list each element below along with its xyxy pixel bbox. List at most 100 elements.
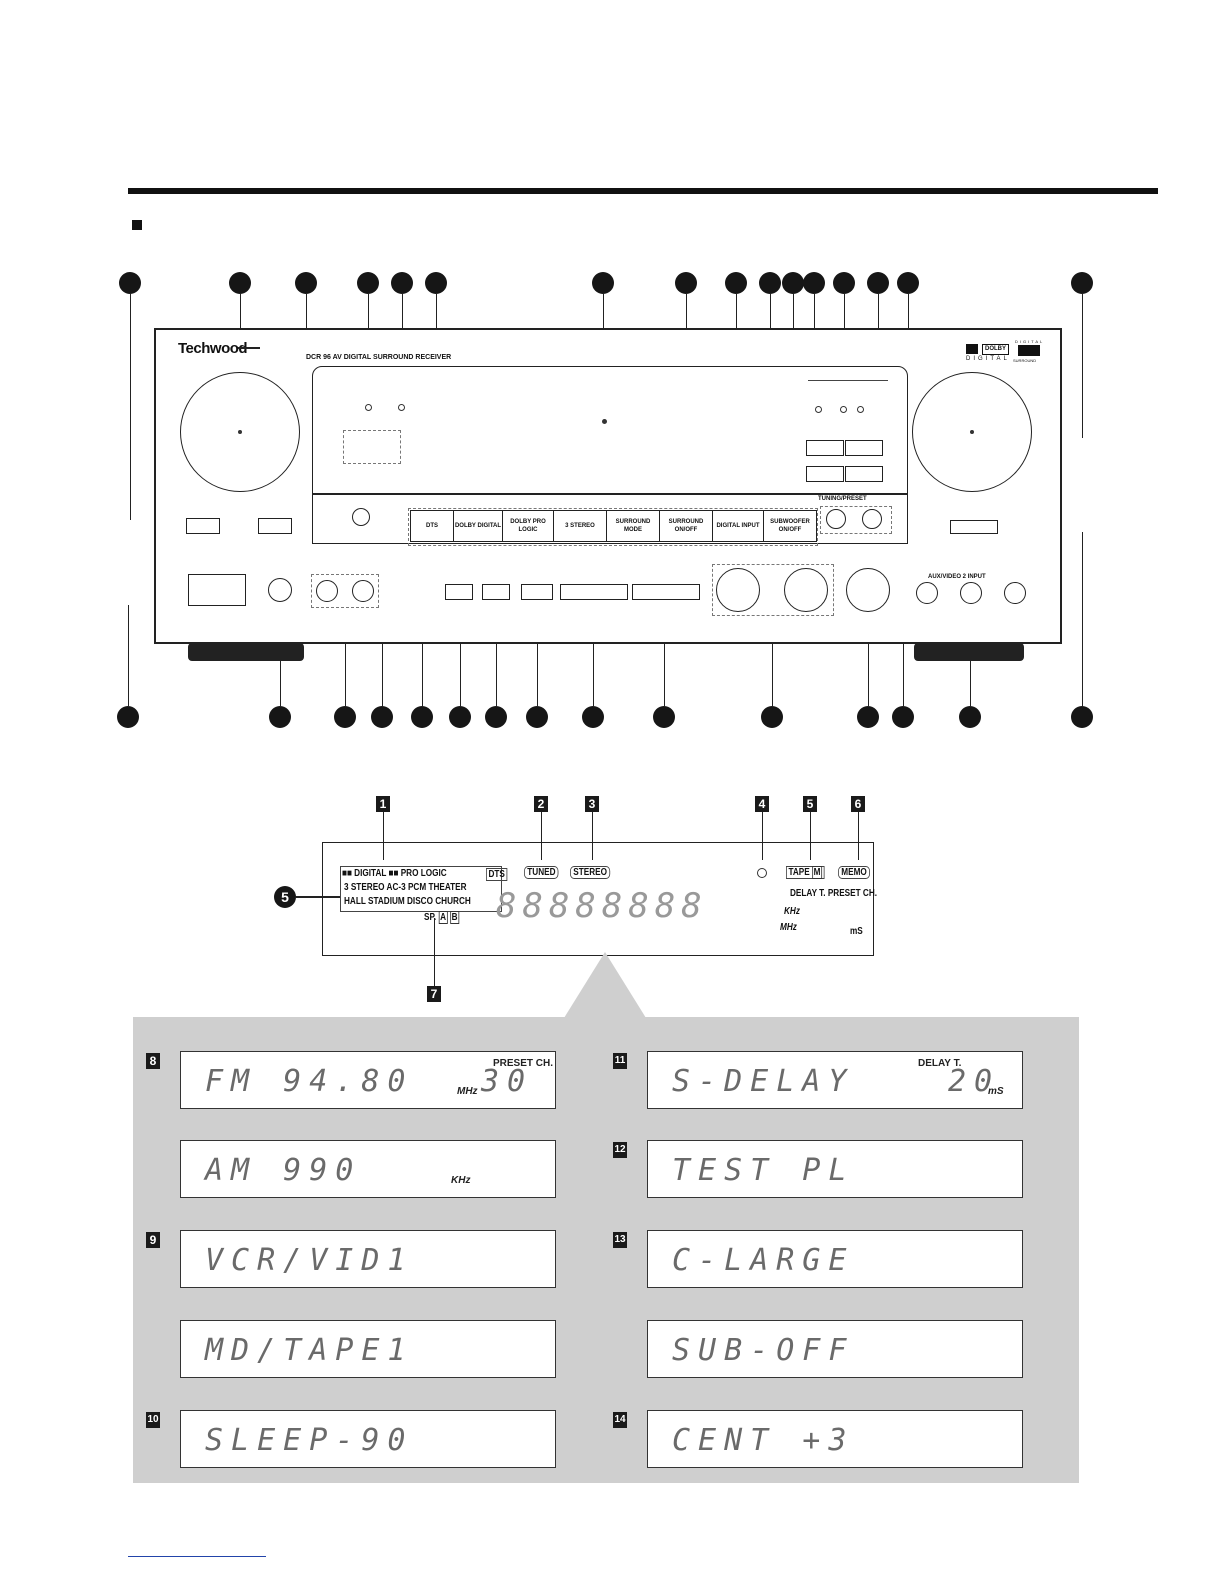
callout-marker [759,272,781,294]
display-example-text: VCR/VID1 [205,1243,414,1278]
lcd-digital: ■■ DIGITAL ■■ PRO LOGIC [342,868,447,879]
leader-line [857,812,859,860]
digital-input-button[interactable]: DIGITAL INPUT [712,510,764,542]
leader-line [1081,294,1083,438]
lcd-khz: KHz [784,906,800,917]
callout-marker [357,272,379,294]
display-example-unit: mS [988,1086,1004,1097]
tape-monitor-button[interactable] [950,520,998,534]
fm-mode-button[interactable] [806,466,844,482]
lcd-tape: TAPE M [786,866,825,879]
leader-line [867,610,869,706]
three-stereo-button[interactable]: 3 STEREO [553,510,607,542]
brand-logo: Techwood [178,340,248,357]
indicator-led [365,404,372,411]
standby-button[interactable] [352,508,370,526]
lcd-label-4: 4 [755,796,769,812]
subwoofer-onoff-button[interactable]: SUBWOOFER ON/OFF [763,510,817,542]
callout-marker [857,706,879,728]
display-example-text: SLEEP-90 [205,1423,414,1458]
level-button[interactable] [560,584,628,600]
display-example-value: 20 [948,1064,1001,1099]
leader-line [591,812,593,860]
dolby-pro-logic-button[interactable]: DOLBY PRO LOGIC [502,510,554,542]
leader-line [771,614,773,706]
display-example: TEST PL [647,1140,1023,1198]
audio-r-jack[interactable] [1004,582,1026,604]
timer-icon [757,868,767,878]
audio-l-jack[interactable] [960,582,982,604]
test-button[interactable] [632,584,700,600]
speaker-button[interactable] [258,518,292,534]
leader-line [296,896,340,898]
band-button[interactable] [806,440,844,456]
foot-left [188,643,304,661]
divider [808,380,888,381]
callout-marker [833,272,855,294]
leader-line [592,598,594,706]
callout-marker [119,272,141,294]
headphone-jack[interactable] [268,578,292,602]
dolby-logo-icon [966,344,978,354]
lcd-line2: 3 STEREO AC-3 PCM THEATER [344,882,467,893]
memory-button[interactable] [845,440,883,456]
power-switch[interactable] [188,574,246,606]
leader-line [344,606,346,706]
dts-button[interactable]: DTS [410,510,454,542]
display-example: SLEEP-90 [180,1410,556,1468]
leader-line [540,812,542,860]
setup-button[interactable] [521,584,553,600]
surround-mode-button[interactable]: SURROUND MODE [606,510,660,542]
bass-knob[interactable] [716,568,760,612]
dolby-digital-button[interactable]: DOLBY DIGITAL [453,510,503,542]
leader-line [761,812,763,860]
leader-line [433,918,435,986]
mode-indicator-box [340,866,502,912]
indicator-led [398,404,405,411]
surround-button-group [408,508,818,546]
leader-line [1081,532,1083,706]
lcd-label-1: 1 [376,796,390,812]
power-button[interactable] [186,518,220,534]
display-example: SUB-OFF [647,1320,1023,1378]
sleep-button[interactable] [445,584,473,600]
callout-marker [391,272,413,294]
balance-knob[interactable] [846,568,890,612]
knob-dot [238,430,242,434]
display-example: VCR/VID1 [180,1230,556,1288]
display-example: MD/TAPE1 [180,1320,556,1378]
callout-marker [485,706,507,728]
preset-button[interactable] [845,466,883,482]
surround-onoff-button[interactable]: SURROUND ON/OFF [659,510,713,542]
leader-line [382,812,384,860]
callout-marker [782,272,804,294]
video-jack[interactable] [916,582,938,604]
tuning-down-button[interactable] [826,509,846,529]
display-example-text: CENT +3 [672,1423,855,1458]
treble-knob[interactable] [784,568,828,612]
lcd-display [322,842,874,956]
callout-marker [959,706,981,728]
dimmer-button[interactable] [482,584,510,600]
lcd-ms: mS [850,926,863,937]
tuning-up-button[interactable] [862,509,882,529]
section-rule [128,188,1158,194]
display-example-label: 12 [613,1142,627,1158]
callout-marker [334,706,356,728]
brand-logo-mark [238,347,260,349]
callout-marker [675,272,697,294]
mic-jack-1[interactable] [316,580,338,602]
lcd-dts: DTS [486,868,508,881]
lcd-label-5: 5 [803,796,817,812]
lcd-label-7: 7 [427,986,441,1002]
tuning-preset-label: TUNING/PRESET [818,496,867,502]
mic-jack-2[interactable] [352,580,374,602]
display-example-unit: MHz [457,1086,478,1097]
callout-marker [117,706,139,728]
av-input-label: AUX/VIDEO 2 INPUT [928,574,986,580]
input-selector-knob[interactable] [180,372,300,492]
display-example-text: FM 94.80 [205,1064,414,1099]
dts-logo-bottom: SURROUND [1013,358,1037,363]
tuning-group [820,506,892,534]
